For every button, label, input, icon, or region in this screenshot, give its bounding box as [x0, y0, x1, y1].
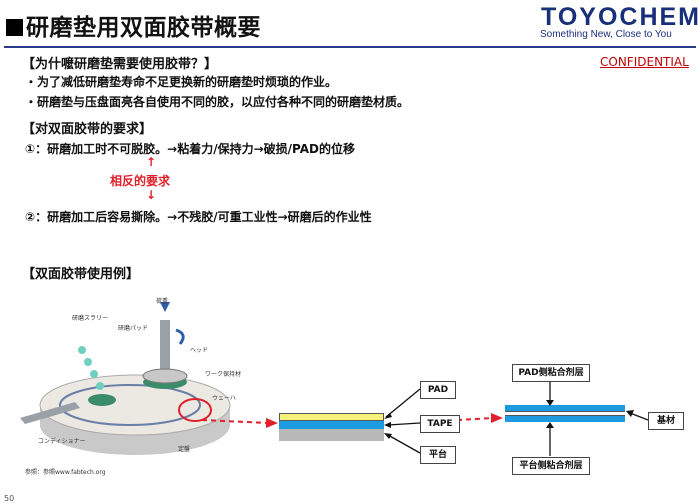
requirement-1: ①：研磨加工时不可脱胶。→粘着力/保持力→破损/PAD的位移	[25, 142, 355, 156]
label-slurry: 研磨スラリー	[72, 315, 109, 322]
head-top	[142, 368, 188, 384]
base-material-layer	[505, 411, 625, 416]
tape-label: TAPE	[420, 415, 460, 433]
red-dashed-arrow-1	[201, 418, 278, 428]
pad-side-adhesive-layer	[505, 405, 625, 411]
rotation-arrow-icon	[175, 328, 185, 345]
pad-layer	[279, 413, 384, 421]
slurry-drop-icon	[96, 382, 104, 390]
head-shaft	[160, 320, 170, 375]
label-pad: 研磨パッド	[118, 325, 149, 332]
slurry-drop-icon	[78, 346, 86, 354]
up-arrow-icon: ↑	[146, 155, 157, 169]
slurry-drop-icon	[84, 358, 92, 366]
tape-detail-pointer-arrows	[546, 382, 649, 456]
label-work-holder: ワーク保持材	[205, 371, 242, 378]
page-title: 研磨垫用双面胶带概要	[6, 8, 261, 42]
slurry-drop-icon	[90, 370, 98, 378]
red-dashed-arrow-2	[456, 413, 503, 423]
pad-label: PAD	[420, 381, 456, 399]
pad-side-adhesive-label: PAD侧粘合剂层	[512, 364, 590, 382]
platen-label: 平台	[420, 446, 456, 464]
section1-bullet-1: ・为了减低研磨垫寿命不足更换新的研磨垫时烦琐的作业。	[25, 75, 338, 89]
label-wafer: ウェーハ	[212, 395, 236, 402]
tape-layer	[279, 421, 384, 429]
label-head: ヘッド	[190, 347, 209, 354]
wafer-track	[59, 384, 201, 426]
platen-side-adhesive-layer	[505, 416, 625, 422]
platen-layer	[279, 429, 384, 441]
company-tagline: Something New, Close to You	[540, 29, 672, 40]
polishing-machine-illustration	[20, 302, 231, 455]
section3-heading: 【双面胶带使用例】	[22, 267, 140, 282]
conditioner-arm	[20, 402, 80, 424]
base-material-label: 基材	[648, 412, 684, 430]
reference-note: 参照：参照www.fabtech.org	[25, 469, 106, 476]
section2-heading: 【对双面胶带的要求】	[22, 122, 153, 137]
highlight-circle	[178, 398, 212, 422]
contrary-requirement-label: 相反的要求	[110, 174, 171, 188]
label-platen: 定盤	[178, 446, 191, 453]
page-title-text: 研磨垫用双面胶带概要	[26, 15, 261, 41]
label-conditioner: コンディショナー	[38, 438, 86, 445]
platen-side-adhesive-label: 平台侧粘合剂层	[512, 457, 590, 475]
company-logo: TOYOCHEM	[541, 3, 700, 31]
confidential-mark: CONFIDENTIAL	[600, 55, 689, 69]
layer-pointer-arrows	[384, 388, 421, 454]
page-number: 50	[4, 494, 15, 503]
section1-heading: 【为什嚒研磨垫需要使用胶带？】	[22, 57, 218, 72]
down-arrow-icon: ↓	[146, 188, 157, 202]
label-load: 荷重	[156, 298, 169, 305]
conditioner-head	[88, 394, 116, 406]
load-arrow-icon	[160, 302, 170, 312]
requirement-2: ②：研磨加工后容易撕除。→不残胶/可重工业性→研磨后的作业性	[25, 210, 372, 224]
square-bullet-icon	[6, 19, 23, 36]
header-divider	[4, 46, 696, 48]
section1-bullet-2: ・研磨垫与压盘面亮各自使用不同的胶，以应付各种不同的研磨垫材质。	[25, 95, 410, 109]
